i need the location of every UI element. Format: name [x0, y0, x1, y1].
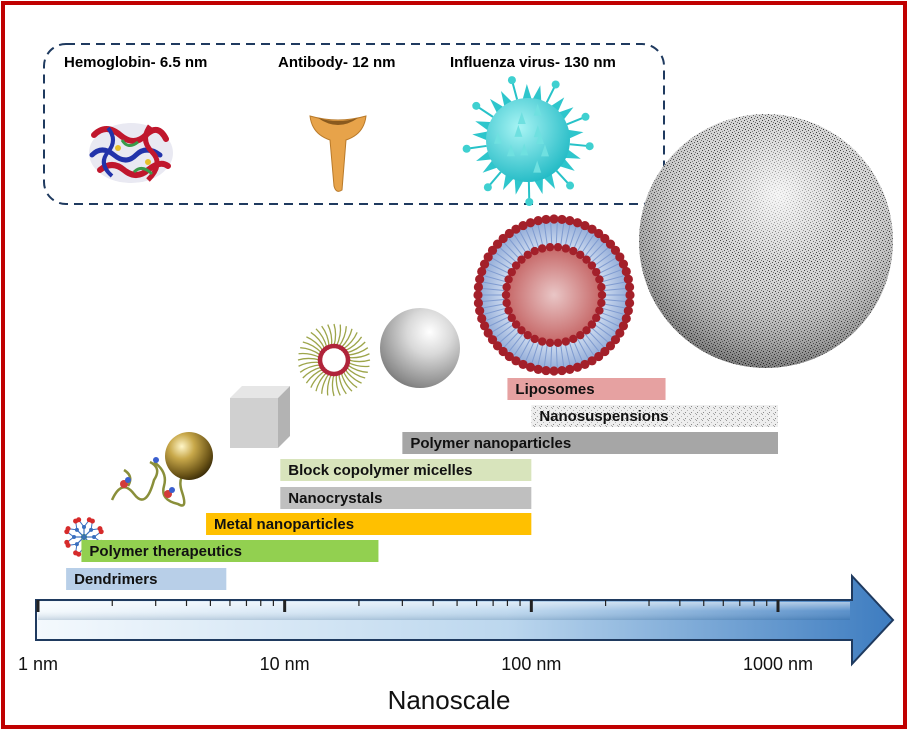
- axis-tick-label: 1000 nm: [743, 654, 813, 674]
- carrier-bar-label: Dendrimers: [74, 571, 157, 588]
- axis-tick-label: 1 nm: [18, 654, 58, 674]
- carrier-bar-rect: [280, 487, 532, 509]
- carrier-bar-label: Block copolymer micelles: [288, 462, 472, 479]
- carrier-bar-rect: [206, 513, 532, 535]
- carrier-bar-label: Polymer nanoparticles: [410, 435, 571, 452]
- carrier-bar-rect: [507, 378, 666, 400]
- antibody-label: Antibody- 12 nm: [278, 54, 396, 71]
- carrier-bar-label: Nanocrystals: [288, 490, 382, 507]
- micelle-icon: [297, 323, 371, 397]
- carrier-bar-rect: [66, 568, 227, 590]
- carrier-bar: Block copolymer micelles: [280, 459, 532, 481]
- axis-tick-labels: 1 nm 10 nm 100 nm 1000 nm: [18, 654, 813, 674]
- carrier-bar: Liposomes: [507, 378, 666, 400]
- carrier-bar-label: Liposomes: [515, 381, 594, 398]
- liposome-icon: [473, 214, 635, 376]
- carrier-bars: Dendrimers Polymer therapeutics Metal nano…: [66, 378, 778, 590]
- carrier-bar: Nanosuspensions: [531, 405, 778, 427]
- hemoglobin-label: Hemoglobin- 6.5 nm: [64, 54, 207, 71]
- virus-label: Influenza virus- 130 nm: [450, 54, 616, 71]
- hemoglobin-icon: [89, 123, 173, 183]
- carrier-bar-label: Polymer therapeutics: [89, 543, 242, 560]
- carrier-bar-rect: [531, 405, 778, 427]
- carrier-bar-rect: [280, 459, 532, 481]
- axis-tick-label: 10 nm: [260, 654, 310, 674]
- carrier-bar: Dendrimers: [66, 568, 227, 590]
- nanoscale-arrow: [35, 573, 895, 667]
- axis-title: Nanoscale: [388, 685, 511, 715]
- virus-icon: [462, 76, 594, 206]
- nanosuspension-sphere-icon: [639, 114, 893, 368]
- sphere-icon: [380, 308, 460, 388]
- carrier-bar-label: Nanosuspensions: [539, 408, 668, 425]
- biomolecule-box: [43, 43, 665, 205]
- carrier-bar: Nanocrystals: [280, 487, 532, 509]
- carrier-bar-label: Metal nanoparticles: [214, 516, 354, 533]
- carrier-bar-rect: [81, 540, 379, 562]
- polymer-chain-icon: [110, 457, 193, 507]
- carrier-bar-rect: [402, 432, 778, 454]
- carrier-bar: Polymer nanoparticles: [402, 432, 778, 454]
- axis-tick-label: 100 nm: [501, 654, 561, 674]
- carrier-bar: Metal nanoparticles: [206, 513, 532, 535]
- axis-ticks: [36, 600, 780, 612]
- cube-icon: [230, 386, 290, 448]
- carrier-bar: Polymer therapeutics: [81, 540, 379, 562]
- gold-sphere-icon: [165, 432, 213, 480]
- antibody-icon: [309, 115, 367, 192]
